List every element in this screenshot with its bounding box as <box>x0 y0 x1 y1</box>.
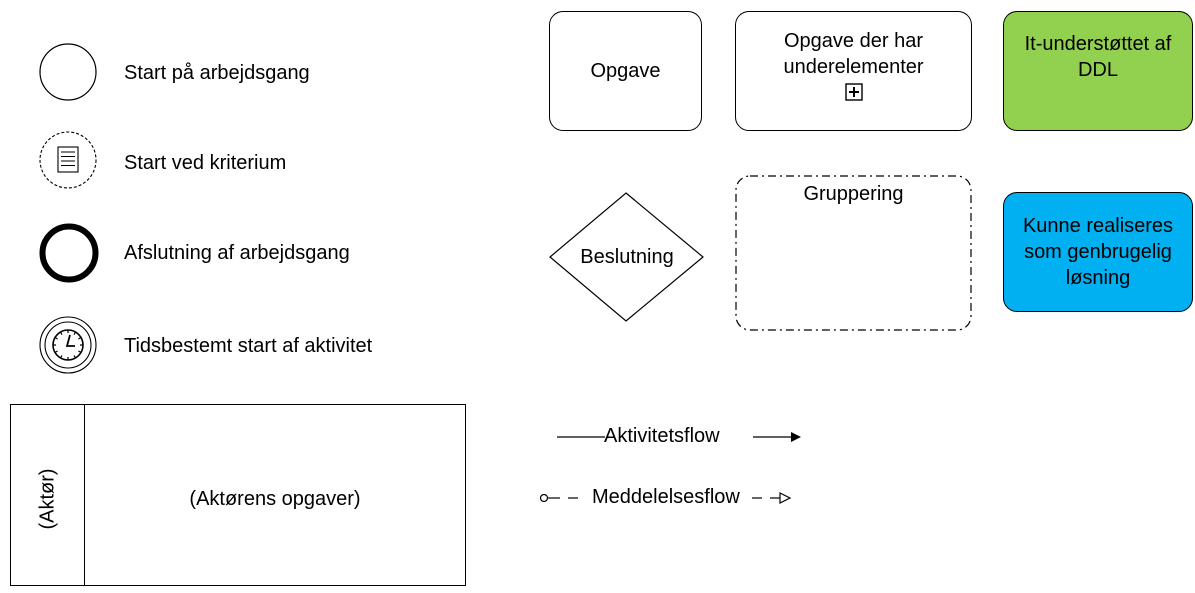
conditional-start-symbol <box>39 131 97 189</box>
decision-label: Beslutning <box>580 245 674 268</box>
reusable-label-line1: Kunne realiseres <box>1022 215 1174 237</box>
subprocess-label-line1: Opgave der har <box>784 30 923 52</box>
timer-start-symbol <box>39 316 97 374</box>
reusable-label-line2: som genbrugelig <box>1024 241 1172 263</box>
end-workflow-label: Afslutning af arbejdsgang <box>124 242 350 264</box>
actor-label: (Aktør) <box>36 468 59 530</box>
end-event-symbol <box>39 223 101 285</box>
activity-flow-legend: Aktivitetsflow <box>555 422 815 452</box>
it-supported-label-line2: DDL <box>1077 59 1118 81</box>
timer-icon <box>39 316 97 374</box>
grouping-label: Gruppering <box>803 183 904 205</box>
plus-icon <box>844 83 863 101</box>
actor-pool: (Aktør) (Aktørens opgaver) <box>10 404 466 586</box>
actor-lane-header: (Aktør) <box>11 405 85 585</box>
it-supported-box: It-understøttet af DDL <box>1003 11 1193 131</box>
it-supported-label-line1: It-understøttet af <box>1024 33 1172 55</box>
decision-diamond-icon <box>549 192 704 322</box>
start-workflow-label: Start på arbejdsgang <box>124 62 310 84</box>
message-flow-legend: Meddelelsesflow <box>536 483 816 513</box>
timed-start-label: Tidsbestemt start af aktivitet <box>124 335 373 357</box>
grouping-border <box>735 175 972 331</box>
reusable-solution-box: Kunne realiseres som genbrugelig løsning <box>1003 192 1193 312</box>
activity-flow-arrow-icon <box>753 432 801 442</box>
message-flow-label: Meddelelsesflow <box>592 486 740 508</box>
start-event-symbol <box>39 43 97 101</box>
start-criterion-label: Start ved kriterium <box>124 152 287 174</box>
subprocess-box: Opgave der har underelementer <box>735 11 972 131</box>
end-circle-icon <box>39 223 99 283</box>
task-box: Opgave <box>549 11 702 131</box>
activity-flow-line-left <box>557 436 605 438</box>
subprocess-label-line2: underelementer <box>783 56 924 78</box>
activity-flow-label: Aktivitetsflow <box>604 425 720 447</box>
decision-gateway: Beslutning <box>549 192 705 322</box>
task-label: Opgave <box>590 60 661 82</box>
message-flow-arrow-icon <box>752 492 792 504</box>
start-circle-icon <box>39 43 97 101</box>
reusable-label-line3: løsning <box>1065 267 1131 289</box>
grouping-box: Gruppering <box>735 175 972 331</box>
conditional-start-icon <box>39 131 97 189</box>
message-flow-start-icon <box>539 493 578 503</box>
actor-tasks-label: (Aktørens opgaver) <box>189 487 361 510</box>
